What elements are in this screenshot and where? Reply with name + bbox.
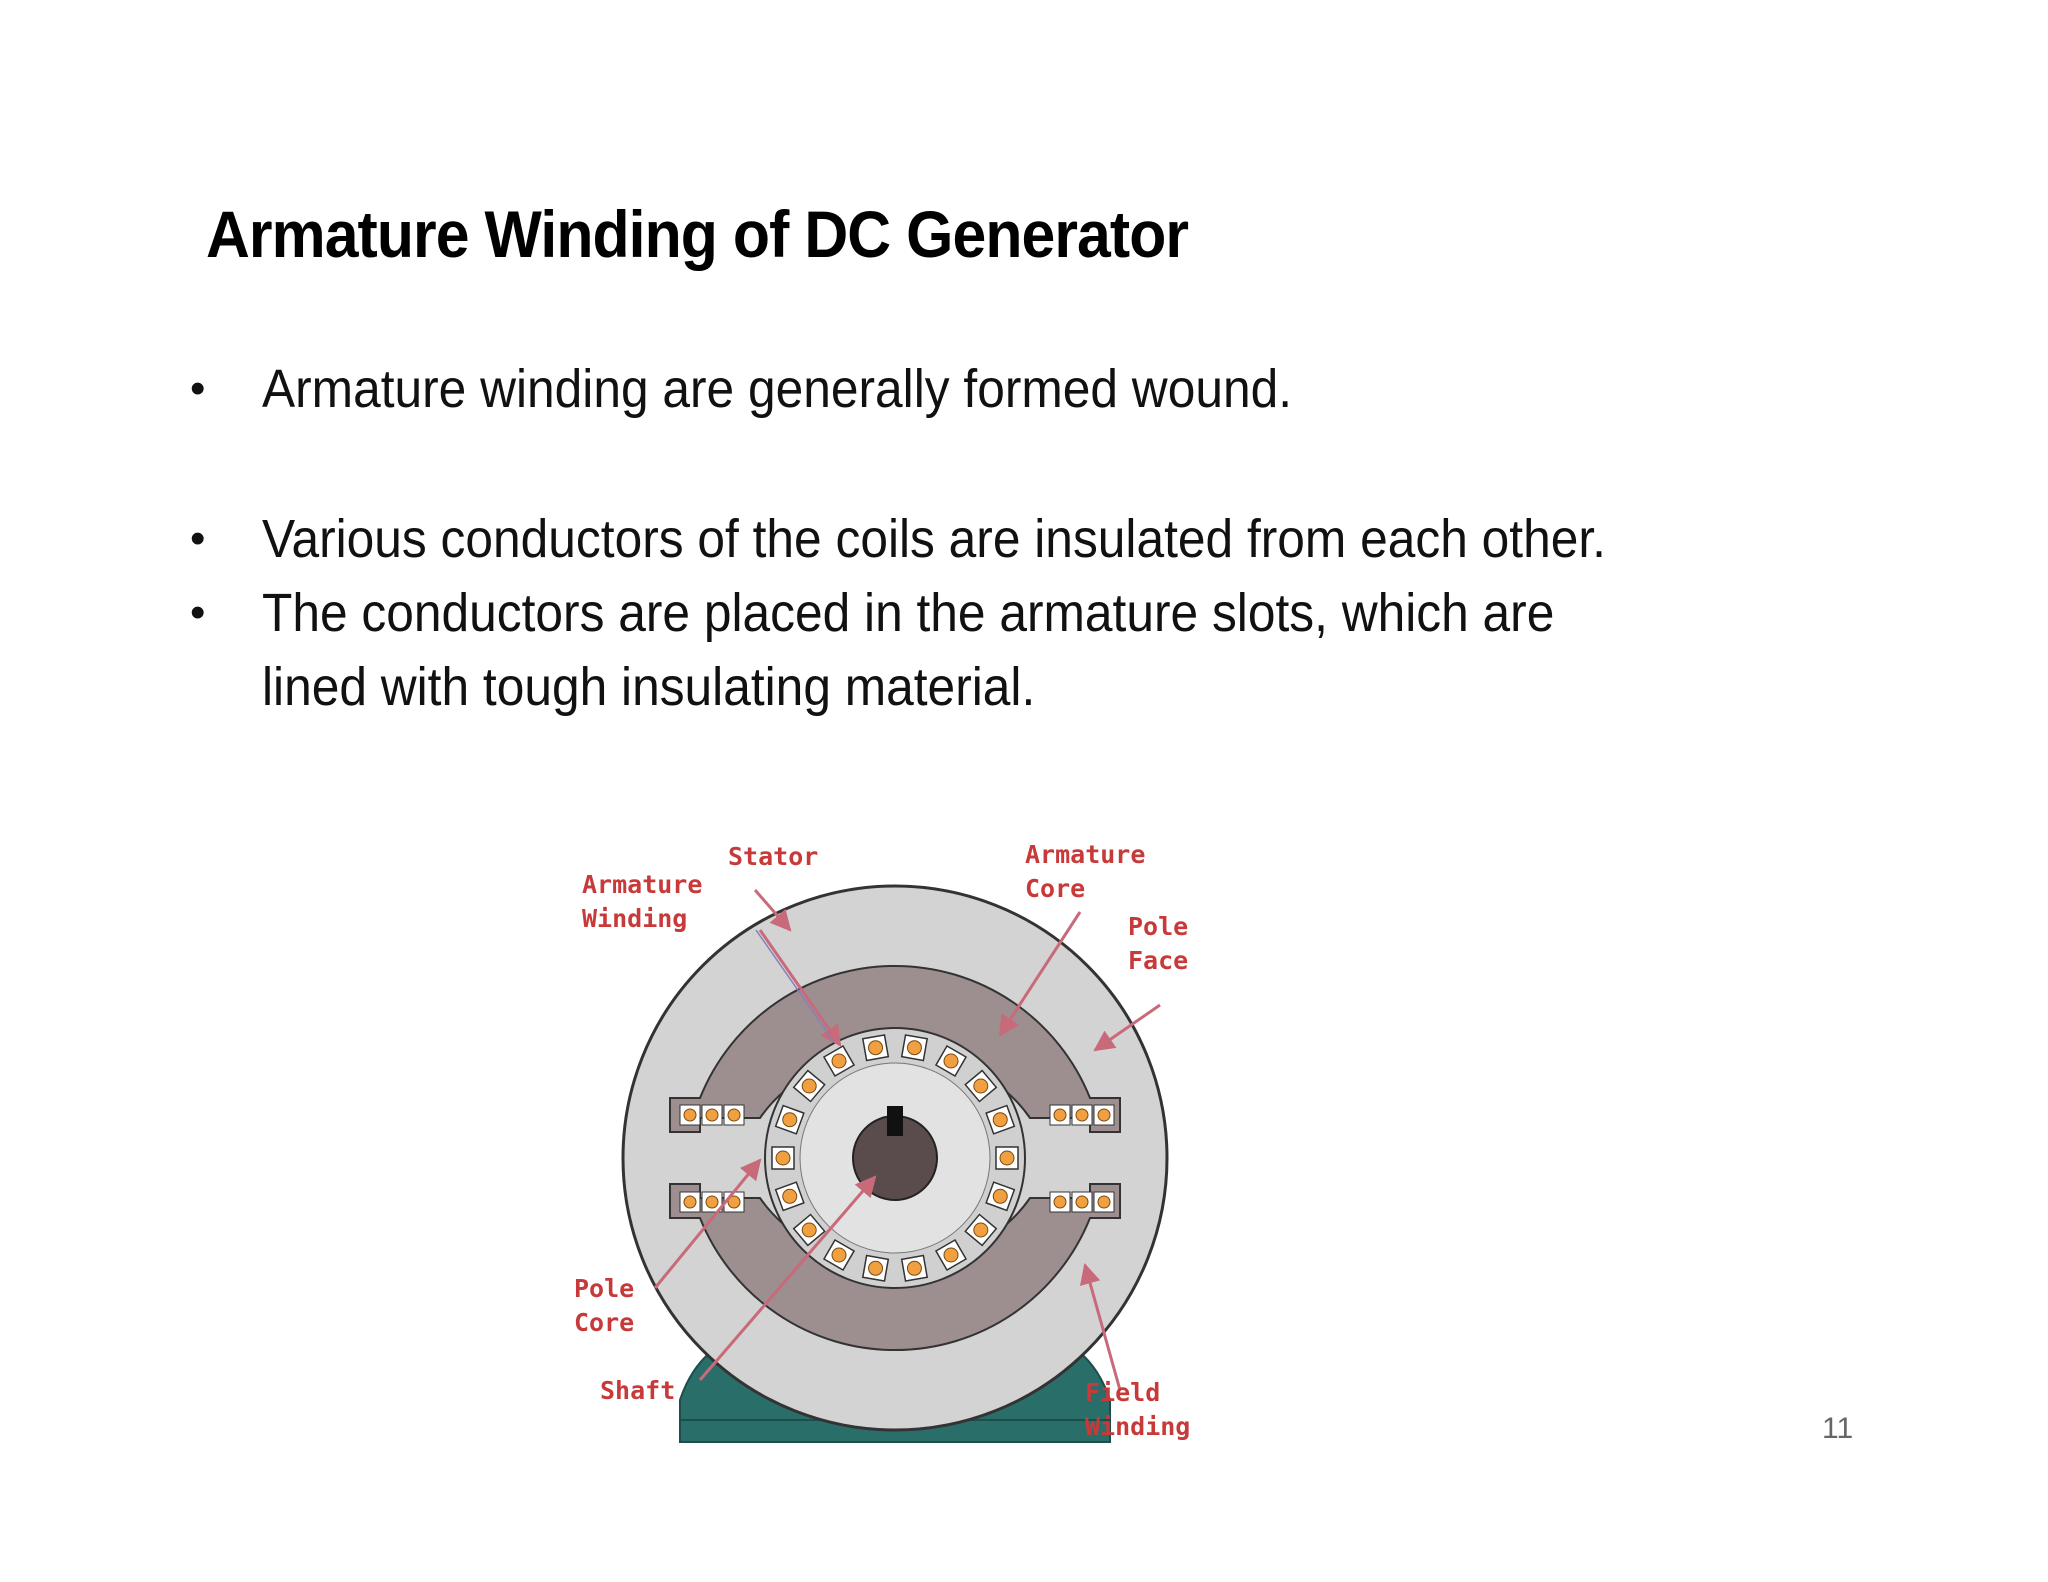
armature-conductor <box>973 1222 989 1238</box>
armature-conductor <box>775 1150 791 1166</box>
armature-conductor <box>831 1247 847 1263</box>
armature-conductor <box>943 1247 959 1263</box>
armature-conductor <box>992 1112 1008 1128</box>
field-conductor <box>1097 1108 1111 1122</box>
dc-generator-diagram: Stator Armature Winding Armature Core Po… <box>560 820 1240 1520</box>
label-armature-core: Armature Core <box>1025 840 1146 903</box>
bullet-marker: • <box>190 588 206 637</box>
armature-conductor <box>801 1078 817 1094</box>
field-conductor <box>705 1108 719 1122</box>
armature-conductor <box>943 1053 959 1069</box>
armature-conductor <box>868 1040 884 1056</box>
label-field-winding: Field Winding <box>1085 1378 1191 1441</box>
armature-conductor <box>973 1078 989 1094</box>
field-conductor <box>1097 1195 1111 1209</box>
armature-conductor <box>782 1112 798 1128</box>
label-pointers <box>653 889 1161 1391</box>
stator-pointer <box>753 889 792 932</box>
field-conductor <box>1075 1195 1089 1209</box>
pole-core-pointer <box>653 1158 762 1289</box>
field-winding-pointer <box>1079 1262 1122 1391</box>
armature-conductor <box>992 1188 1008 1204</box>
field-conductor <box>727 1108 741 1122</box>
armature-conductor <box>831 1053 847 1069</box>
shaft-key <box>887 1106 903 1136</box>
bullet-text-continued: lined with tough insulating material. <box>262 657 1036 717</box>
armature-conductor <box>868 1260 884 1276</box>
field-conductor <box>727 1195 741 1209</box>
bullet-marker: • <box>190 514 206 563</box>
label-pole-face: Pole Face <box>1128 912 1189 975</box>
slide-title: Armature Winding of DC Generator <box>206 197 1189 271</box>
armature-conductor <box>782 1188 798 1204</box>
label-stator: Stator <box>728 842 819 871</box>
armature-conductor <box>999 1150 1015 1166</box>
field-conductor <box>705 1195 719 1209</box>
field-conductor <box>1053 1108 1067 1122</box>
field-conductor <box>1053 1195 1067 1209</box>
field-conductor <box>1075 1108 1089 1122</box>
shaft-pointer <box>698 1175 877 1381</box>
bullet-text: Various conductors of the coils are insu… <box>262 509 1606 569</box>
generator-illustration <box>621 884 1169 1460</box>
field-winding-coils <box>679 1104 1115 1213</box>
label-armature-winding: Armature Winding <box>582 870 703 933</box>
armature-core-pointer <box>998 911 1082 1037</box>
armature-conductor <box>906 1260 922 1276</box>
label-shaft: Shaft <box>600 1376 676 1405</box>
bullet-text: The conductors are placed in the armatur… <box>262 583 1555 643</box>
bullet-marker: • <box>190 364 206 413</box>
label-pole-core: Pole Core <box>574 1274 635 1337</box>
armature-conductor <box>801 1222 817 1238</box>
armature-conductor <box>906 1040 922 1056</box>
pole-face-pointer <box>1093 1003 1161 1052</box>
page-number: 11 <box>1822 1412 1854 1445</box>
bullet-text: Armature winding are generally formed wo… <box>262 359 1293 419</box>
armature-winding-pointer <box>758 929 842 1047</box>
armature-conductors <box>771 1034 1019 1282</box>
field-conductor <box>683 1108 697 1122</box>
field-conductor <box>683 1195 697 1209</box>
